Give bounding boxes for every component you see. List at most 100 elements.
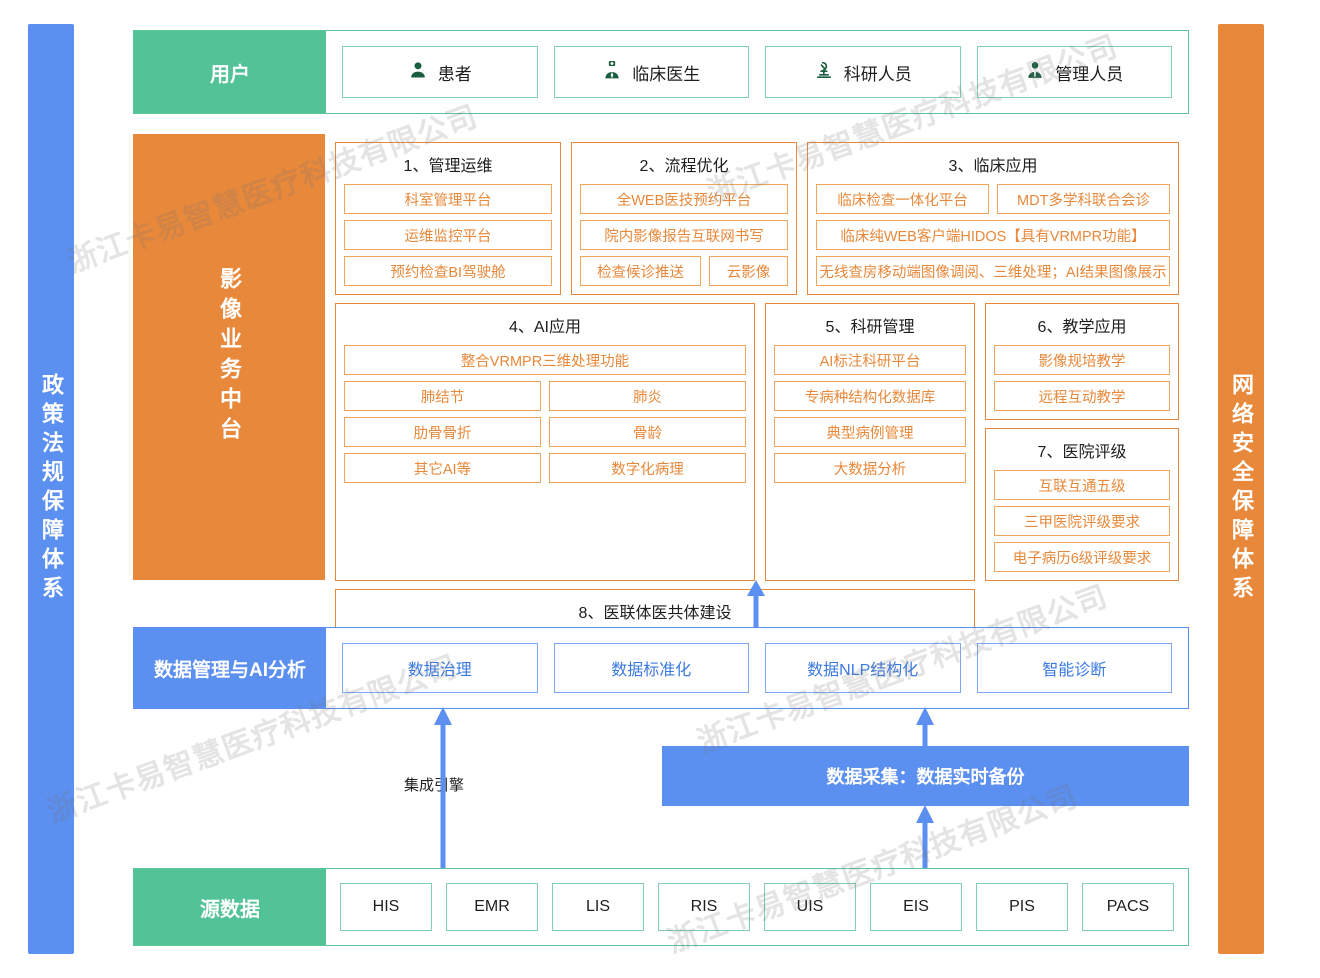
platform-item[interactable]: 典型病例管理 [774, 417, 966, 447]
card-clinical-application: 3、临床应用 临床检查一体化平台 MDT多学科联合会诊 临床纯WEB客户端HID… [807, 142, 1179, 295]
platform-item[interactable]: 肺炎 [549, 381, 746, 411]
platform-item[interactable]: 全WEB医技预约平台 [580, 184, 788, 214]
user-chip-researcher[interactable]: 科研人员 [765, 46, 961, 98]
user-chip-list: 患者 临床医生 [326, 31, 1188, 113]
card-row: 整合VRMPR三维处理功能 [344, 345, 746, 375]
card-row: AI标注科研平台 [774, 345, 966, 375]
platform-item[interactable]: 远程互动教学 [994, 381, 1170, 411]
manager-icon [1025, 60, 1045, 85]
platform-item[interactable]: 临床纯WEB客户端HIDOS【具有VRMPR功能】 [816, 220, 1170, 250]
user-icon [408, 60, 428, 85]
platform-item[interactable]: MDT多学科联合会诊 [997, 184, 1170, 214]
card-row: 科室管理平台 [344, 184, 552, 214]
source-chip-lis[interactable]: LIS [552, 883, 644, 931]
policy-regulation-bar: 政策法规保障体系 [28, 24, 74, 954]
card-row: 互联互通五级 [994, 470, 1170, 500]
card-row: 全WEB医技预约平台 [580, 184, 788, 214]
user-chip-label: 管理人员 [1055, 64, 1124, 84]
data-collection-box: 数据采集：数据实时备份 [662, 746, 1189, 806]
card-row: 影像规培教学 [994, 345, 1170, 375]
card-title: 6、教学应用 [1037, 319, 1127, 336]
card-row: 无线查房移动端图像调阅、三维处理；AI结果图像展示 [816, 256, 1170, 286]
platform-item[interactable]: 电子病历6级评级要求 [994, 542, 1170, 572]
card-row: 典型病例管理 [774, 417, 966, 447]
card-title: 8、医联体医共体建设 [578, 605, 732, 622]
platform-item[interactable]: 院内影像报告互联网书写 [580, 220, 788, 250]
microscope-icon [814, 60, 834, 85]
platform-item[interactable]: 运维监控平台 [344, 220, 552, 250]
user-chip-patient[interactable]: 患者 [342, 46, 538, 98]
card-title: 7、医院评级 [1037, 444, 1127, 461]
platform-item[interactable]: 肺结节 [344, 381, 541, 411]
user-chip-label: 科研人员 [843, 64, 912, 84]
card-process-optimization: 2、流程优化 全WEB医技预约平台 院内影像报告互联网书写 检查候诊推送 云影像 [571, 142, 797, 295]
platform-item[interactable]: 其它AI等 [344, 453, 541, 483]
imaging-platform-label-cell: 影像业务中台 [133, 134, 325, 580]
network-security-label: 网络安全保障体系 [1229, 373, 1254, 605]
platform-item[interactable]: 互联互通五级 [994, 470, 1170, 500]
card-row: 三甲医院评级要求 [994, 506, 1170, 536]
source-chip-eis[interactable]: EIS [870, 883, 962, 931]
card-management-ops: 1、管理运维 科室管理平台 运维监控平台 预约检查BI驾驶舱 [335, 142, 561, 295]
platform-item[interactable]: 专病种结构化数据库 [774, 381, 966, 411]
data-chip-standardization[interactable]: 数据标准化 [553, 643, 749, 693]
card-row: 预约检查BI驾驶舱 [344, 256, 552, 286]
arrow-source-to-collect [916, 805, 934, 872]
user-chip-label: 临床医生 [632, 64, 701, 84]
data-chip-intelligent-diagnosis[interactable]: 智能诊断 [976, 643, 1172, 693]
card-row: 大数据分析 [774, 453, 966, 483]
card-row: 临床纯WEB客户端HIDOS【具有VRMPR功能】 [816, 220, 1170, 250]
platform-item[interactable]: 科室管理平台 [344, 184, 552, 214]
platform-item[interactable]: 肋骨骨折 [344, 417, 541, 447]
user-row: 用户 患者 [133, 30, 1189, 114]
platform-body: 1、管理运维 科室管理平台 运维监控平台 预约检查BI驾驶舱 2、流程优化 全W… [325, 134, 1189, 670]
card-title: 3、临床应用 [948, 158, 1038, 175]
platform-item[interactable]: 临床检查一体化平台 [816, 184, 989, 214]
platform-item[interactable]: 云影像 [709, 256, 788, 286]
platform-item[interactable]: 三甲医院评级要求 [994, 506, 1170, 536]
data-management-label: 数据管理与AI分析 [134, 628, 326, 708]
platform-item[interactable]: 大数据分析 [774, 453, 966, 483]
card-row: 电子病历6级评级要求 [994, 542, 1170, 572]
card-title: 2、流程优化 [639, 158, 729, 175]
source-data-label: 源数据 [134, 869, 326, 945]
source-chip-uis[interactable]: UIS [764, 883, 856, 931]
card-title: 1、管理运维 [403, 158, 493, 175]
card-research-management: 5、科研管理 AI标注科研平台 专病种结构化数据库 典型病例管理 大数据分析 [765, 303, 975, 581]
card-row: 远程互动教学 [994, 381, 1170, 411]
data-management-row: 数据管理与AI分析 数据治理 数据标准化 数据NLP结构化 智能诊断 [133, 627, 1189, 709]
source-data-row: 源数据 HIS EMR LIS RIS UIS EIS PIS PACS [133, 868, 1189, 946]
user-chip-administrator[interactable]: 管理人员 [976, 46, 1172, 98]
card-title: 4、AI应用 [508, 319, 582, 336]
source-chip-his[interactable]: HIS [340, 883, 432, 931]
card-row: 临床检查一体化平台 MDT多学科联合会诊 [816, 184, 1170, 214]
source-chip-emr[interactable]: EMR [446, 883, 538, 931]
card-row: 专病种结构化数据库 [774, 381, 966, 411]
platform-item[interactable]: 整合VRMPR三维处理功能 [344, 345, 746, 375]
platform-item[interactable]: 数字化病理 [549, 453, 746, 483]
card-row: 肋骨骨折 骨龄 [344, 417, 746, 447]
data-chip-nlp-structuring[interactable]: 数据NLP结构化 [765, 643, 961, 693]
user-chip-clinician[interactable]: 临床医生 [553, 46, 749, 98]
policy-regulation-label: 政策法规保障体系 [39, 373, 64, 605]
platform-item[interactable]: 骨龄 [549, 417, 746, 447]
platform-middle-group: 4、AI应用 整合VRMPR三维处理功能 肺结节 肺炎 肋骨骨折 骨龄 其它AI… [335, 303, 1179, 581]
doctor-icon [602, 60, 622, 85]
card-teaching-application: 6、教学应用 影像规培教学 远程互动教学 [985, 303, 1179, 420]
source-chip-pis[interactable]: PIS [976, 883, 1068, 931]
data-chip-governance[interactable]: 数据治理 [342, 643, 538, 693]
card-ai-application: 4、AI应用 整合VRMPR三维处理功能 肺结节 肺炎 肋骨骨折 骨龄 其它AI… [335, 303, 755, 581]
user-row-label: 用户 [134, 31, 326, 113]
card-row: 肺结节 肺炎 [344, 381, 746, 411]
source-chip-pacs[interactable]: PACS [1082, 883, 1174, 931]
platform-item[interactable]: 检查候诊推送 [580, 256, 702, 286]
card-title: 5、科研管理 [825, 319, 915, 336]
platform-item[interactable]: 预约检查BI驾驶舱 [344, 256, 552, 286]
source-chip-list: HIS EMR LIS RIS UIS EIS PIS PACS [326, 869, 1188, 945]
platform-item[interactable]: AI标注科研平台 [774, 345, 966, 375]
platform-item[interactable]: 无线查房移动端图像调阅、三维处理；AI结果图像展示 [816, 256, 1170, 286]
source-chip-ris[interactable]: RIS [658, 883, 750, 931]
card-row: 检查候诊推送 云影像 [580, 256, 788, 286]
platform-item[interactable]: 影像规培教学 [994, 345, 1170, 375]
